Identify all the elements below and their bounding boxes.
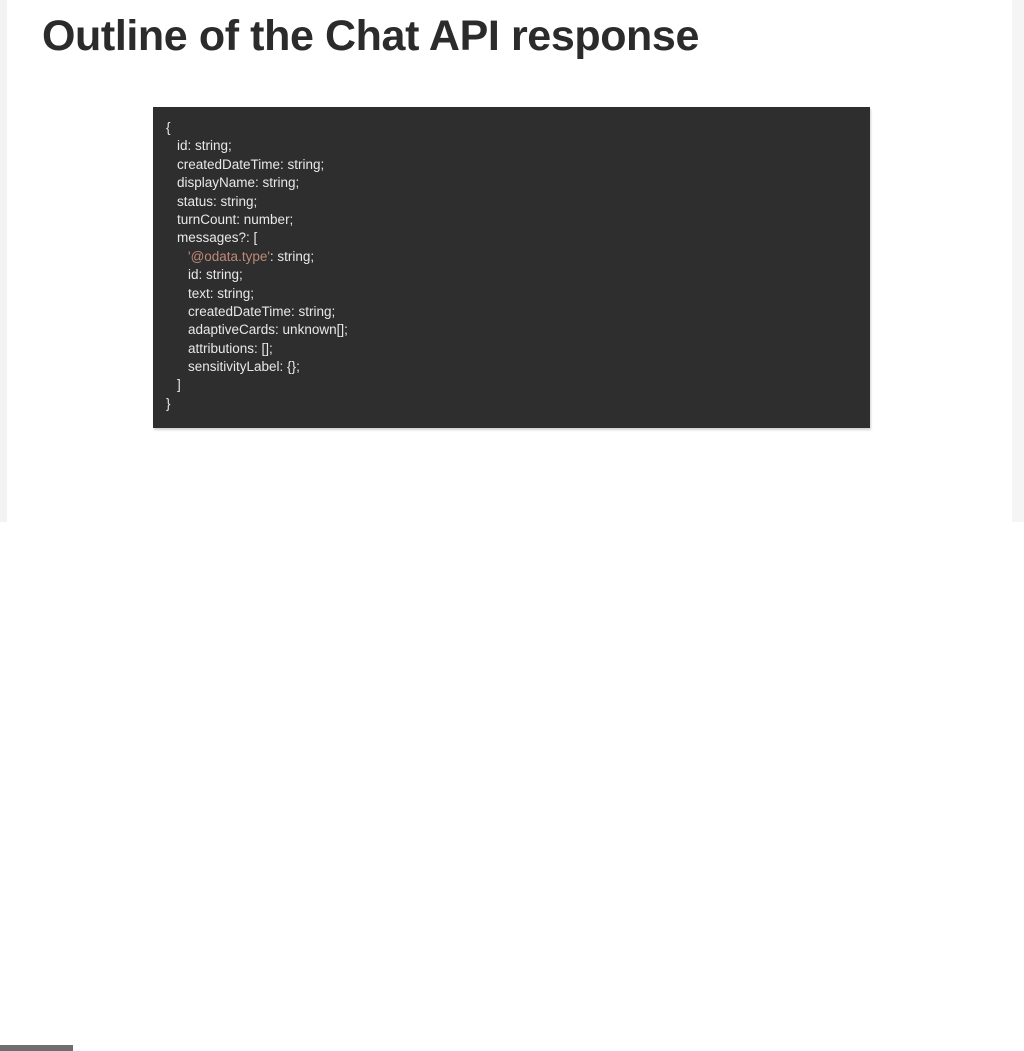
code-line: turnCount: number;: [177, 211, 294, 227]
code-token-string-key: '@odata.type': [188, 248, 270, 264]
code-line: text: string;: [188, 285, 255, 301]
code-token-type: : string;: [269, 248, 315, 264]
code-line: ]: [177, 377, 181, 393]
code-line: displayName: string;: [177, 175, 300, 191]
horizontal-scrollbar-thumb[interactable]: [0, 1045, 73, 1051]
code-line: status: string;: [177, 193, 258, 209]
right-gutter: [1012, 0, 1024, 529]
code-block-content: { id: string; createdDateTime: string; disp…: [153, 107, 870, 413]
code-line: adaptiveCards: unknown[];: [188, 322, 348, 338]
code-line: createdDateTime: string;: [188, 303, 336, 319]
code-line: }: [166, 395, 171, 411]
code-line: id: string;: [177, 138, 232, 154]
slide-canvas: Outline of the Chat API response { id: st…: [7, 0, 1012, 522]
code-line: messages?: [: [177, 230, 258, 246]
code-line: '@odata.type': string;: [166, 248, 870, 266]
page-title: Outline of the Chat API response: [42, 12, 699, 60]
code-line: {: [166, 120, 171, 135]
left-gutter: [0, 0, 7, 529]
code-line: createdDateTime: string;: [177, 156, 325, 172]
code-block-panel: { id: string; createdDateTime: string; disp…: [153, 107, 870, 428]
code-line: id: string;: [188, 267, 243, 283]
code-line: sensitivityLabel: {};: [188, 359, 300, 375]
code-line: attributions: [];: [188, 340, 273, 356]
horizontal-scrollbar-track[interactable]: [0, 522, 1024, 1051]
